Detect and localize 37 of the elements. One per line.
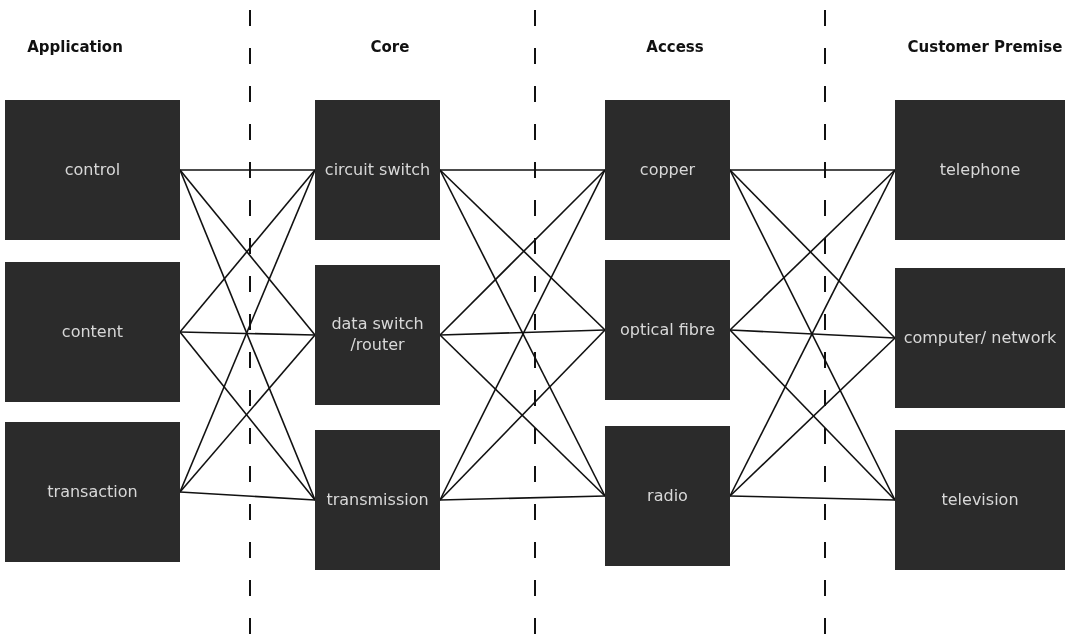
box-label: telephone <box>939 159 1021 181</box>
dark-box <box>315 265 440 405</box>
connector-line <box>729 495 896 501</box>
column-heading: Core <box>370 38 410 56</box>
dark-box <box>315 430 440 570</box>
box-label: optical fibre <box>619 319 716 341</box>
dark-box <box>895 268 1065 408</box>
connector-line <box>729 329 896 339</box>
dark-box <box>895 100 1065 240</box>
connector-line <box>179 491 316 501</box>
connector-line <box>439 329 606 336</box>
connector-line <box>179 331 316 336</box>
dark-box <box>5 100 180 240</box>
box-label: control <box>64 159 121 181</box>
connector-line <box>439 169 606 171</box>
box-label: content <box>61 321 124 343</box>
column-heading: Application <box>27 38 123 56</box>
dark-box <box>605 100 730 240</box>
dark-box <box>605 426 730 566</box>
column-heading: Customer Premise <box>907 38 1063 56</box>
box-label: television <box>941 489 1019 511</box>
connector-line <box>439 495 606 501</box>
dark-box <box>5 262 180 402</box>
connector-line <box>729 169 896 171</box>
dark-box <box>895 430 1065 570</box>
box-label: circuit switch <box>324 159 431 181</box>
box-label: transmission <box>326 489 429 511</box>
dark-box <box>315 100 440 240</box>
box-label: radio <box>647 485 688 507</box>
box-label: transaction <box>47 481 138 503</box>
dark-box <box>5 422 180 562</box>
box-label: copper <box>639 159 696 181</box>
box-label: computer/ network <box>903 327 1057 349</box>
column-heading: Access <box>646 38 704 56</box>
connector-line <box>179 169 316 171</box>
box-label: data switch /router <box>330 314 425 356</box>
dark-box <box>605 260 730 400</box>
